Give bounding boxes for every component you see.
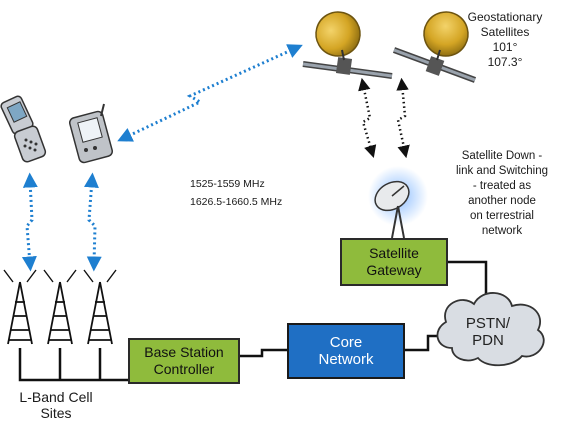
satellites-label: Geostationary Satellites 101° 107.3°: [467, 10, 543, 69]
handset-satellite-link: [117, 44, 303, 142]
flip-phone-icon: [0, 95, 47, 163]
cell-sites-label: L-Band Cell Sites: [19, 389, 93, 421]
downlink-sat2: [396, 77, 410, 159]
cloud-icon: [436, 292, 545, 367]
downlink-sat1: [358, 77, 377, 158]
base-station-controller-node: Base Station Controller: [128, 338, 240, 384]
link-gateway-to-pstn: [448, 260, 488, 296]
link-bsc-to-core: [240, 348, 287, 358]
satellite-gateway-node: Satellite Gateway: [340, 238, 448, 286]
core-network-node: Core Network: [287, 323, 405, 379]
frequency-band-1: 1525-1559 MHz: [190, 178, 265, 190]
frequency-band-2: 1626.5-1660.5 MHz: [190, 196, 283, 208]
pstn-pdn-node: PSTN/ PDN: [465, 315, 511, 349]
cell-tower-icon: [83, 269, 117, 345]
wired-links: [18, 260, 488, 382]
satellite-icon: [302, 11, 393, 79]
satellite-dish-icon: [368, 166, 428, 239]
pda-phone-icon: [69, 103, 113, 164]
satellite-icon: [392, 11, 477, 83]
cell-tower-icon: [43, 269, 77, 345]
satellite-downlink-note: Satellite Down - link and Switching - tr…: [455, 150, 549, 237]
handset-tower-links: [21, 172, 102, 272]
satellite-downlinks: [358, 77, 410, 159]
cell-tower-icon: [3, 269, 37, 345]
link-cell-sites-to-bsc: [18, 348, 128, 382]
